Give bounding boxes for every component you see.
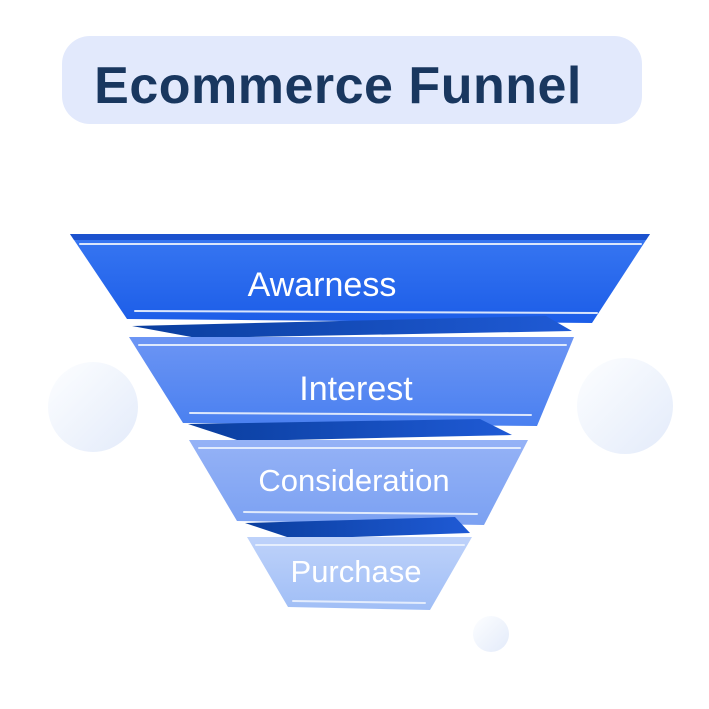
- stage-purchase-body: [247, 537, 472, 610]
- stage-awareness-bottom-highlight: [134, 310, 598, 314]
- funnel-stage-consideration: Consideration: [189, 440, 528, 525]
- stage-consideration-label: Consideration: [258, 463, 449, 498]
- stage-awareness-label: Awarness: [248, 266, 397, 304]
- title-pill: [62, 36, 642, 124]
- funnel-inner-wedge-3: [245, 517, 470, 539]
- stage-awareness-top-edge: [70, 234, 650, 240]
- decorative-circle-right: [577, 358, 673, 454]
- funnel-stage-awareness: Awarness: [70, 234, 650, 323]
- funnel-stage-interest: Interest: [129, 337, 574, 426]
- stage-purchase-bottom-highlight: [292, 600, 426, 604]
- funnel-inner-wedge-1: [132, 316, 572, 338]
- decorative-circle-left: [48, 362, 138, 452]
- stage-consideration-bottom-highlight: [243, 511, 478, 515]
- stage-interest-label: Interest: [299, 370, 413, 408]
- stage-awareness-body: [70, 234, 650, 323]
- stage-purchase-label: Purchase: [291, 554, 422, 589]
- stage-interest-bottom-highlight: [189, 412, 532, 416]
- decorative-circle-small: [473, 616, 509, 652]
- stage-consideration-body: [189, 440, 528, 525]
- funnel-stage-purchase: Purchase: [247, 537, 472, 610]
- stage-interest-body: [129, 337, 574, 426]
- funnel-inner-wedge-2: [188, 419, 512, 441]
- page-title: Ecommerce Funnel: [94, 57, 582, 115]
